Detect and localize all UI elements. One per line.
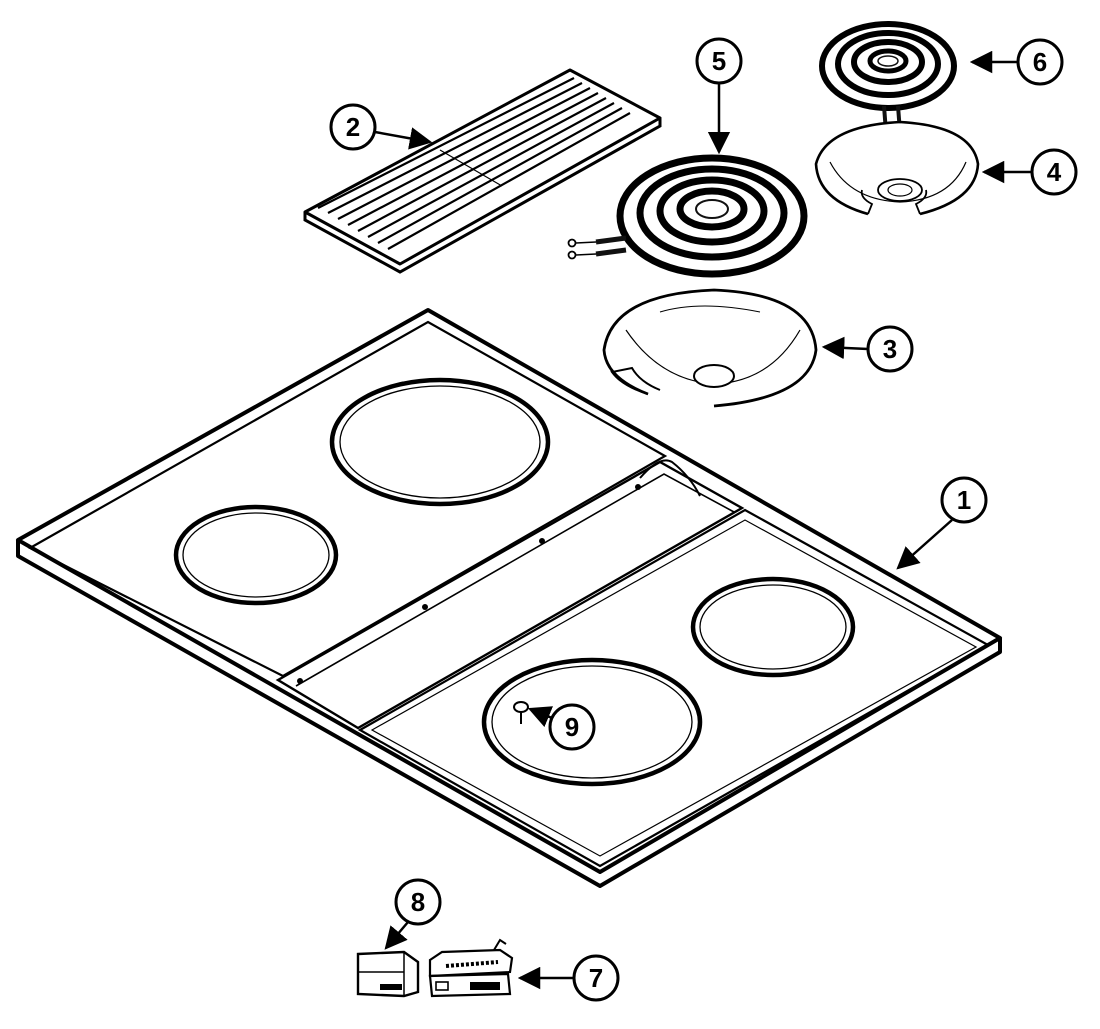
callout-6: 6 bbox=[969, 38, 1064, 86]
callout-1-label: 1 bbox=[957, 485, 971, 515]
callout-7-label: 7 bbox=[589, 963, 603, 993]
screw bbox=[513, 701, 529, 724]
callout-5: 5 bbox=[695, 37, 743, 155]
callout-3-label: 3 bbox=[883, 334, 897, 364]
surface-element-small bbox=[819, 21, 957, 141]
callout-7: 7 bbox=[517, 954, 620, 1002]
grille-vent bbox=[303, 68, 662, 274]
drip-bowl-small bbox=[814, 120, 980, 216]
receptacle-terminal-block bbox=[428, 938, 514, 998]
burner-opening-left-front bbox=[173, 504, 339, 606]
callout-1: 1 bbox=[896, 476, 988, 570]
center-divider-channel bbox=[275, 459, 745, 730]
callout-3: 3 bbox=[821, 325, 914, 373]
surface-element-large bbox=[567, 154, 808, 278]
callout-2: 2 bbox=[329, 103, 433, 151]
callout-8: 8 bbox=[384, 878, 442, 950]
callout-9: 9 bbox=[527, 703, 596, 751]
callout-2-label: 2 bbox=[346, 112, 360, 142]
burner-opening-right-rear bbox=[690, 576, 856, 678]
receptacle-housing bbox=[356, 950, 420, 998]
callout-5-label: 5 bbox=[712, 46, 726, 76]
callout-4: 4 bbox=[981, 148, 1078, 196]
burner-opening-left-rear bbox=[329, 377, 551, 507]
drip-bowl-large bbox=[602, 288, 818, 408]
cooktop-main-top bbox=[16, 308, 1002, 888]
callout-6-label: 6 bbox=[1033, 47, 1047, 77]
callout-8-label: 8 bbox=[411, 887, 425, 917]
callout-4-label: 4 bbox=[1047, 157, 1062, 187]
callout-9-label: 9 bbox=[565, 712, 579, 742]
